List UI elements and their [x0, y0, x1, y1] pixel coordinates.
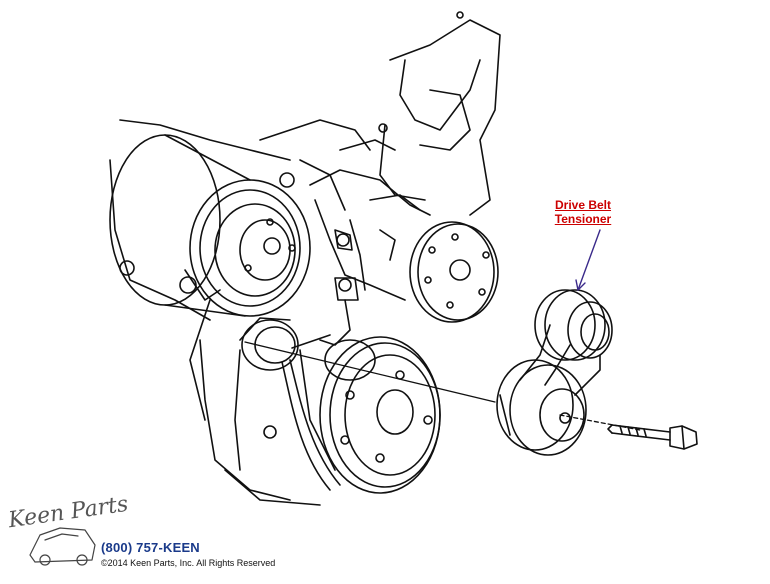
- water-pump-pulley: [409, 221, 499, 323]
- tensioner-bolt: [607, 424, 698, 450]
- callout-line2: Tensioner: [554, 212, 612, 226]
- callout-arrow: [575, 229, 601, 291]
- logo-car-sketch: [29, 527, 96, 566]
- idler-pulley: [239, 317, 299, 371]
- belt-tensioner: [496, 289, 613, 456]
- water-pump: [309, 169, 431, 346]
- copyright-text: ©2014 Keen Parts, Inc. All Rights Reserv…: [101, 558, 276, 568]
- drive-belt: [281, 334, 341, 491]
- ac-compressor: [109, 134, 346, 317]
- drive-belt-tensioner-link[interactable]: Drive Belt Tensioner: [540, 198, 626, 226]
- installation-line: [244, 341, 641, 431]
- callout-line1: Drive Belt: [554, 198, 612, 212]
- engine-block: [109, 11, 501, 506]
- phone-number: (800) 757-KEEN: [101, 540, 200, 555]
